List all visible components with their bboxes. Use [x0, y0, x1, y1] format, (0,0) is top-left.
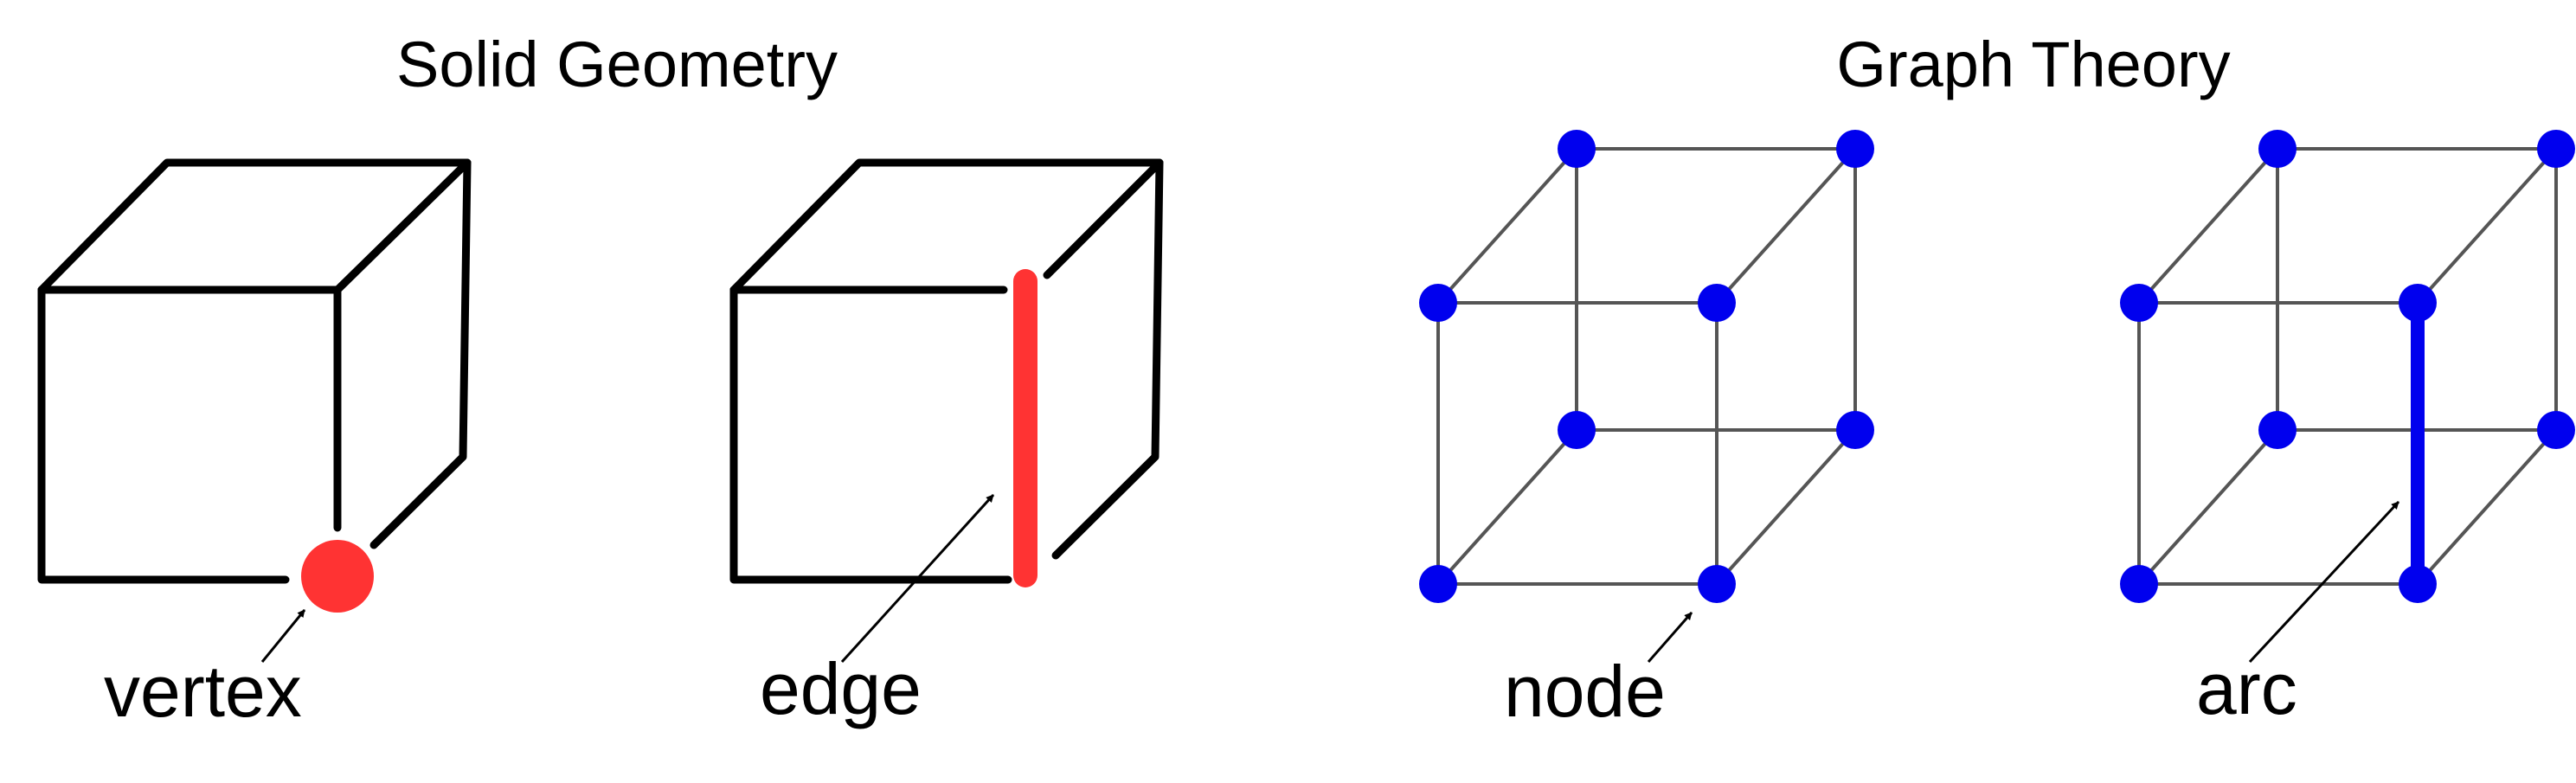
graph-cube-arc-vertices: [2120, 130, 2575, 603]
graph-cube-node-edges: [1436, 147, 1857, 586]
graph-connector: [2416, 147, 2558, 305]
cube-front-top-right-edges: [37, 286, 342, 532]
graph-connector: [1436, 147, 1578, 305]
graph-node: [1558, 130, 1596, 168]
section-title-solid-geometry: Solid Geometry: [396, 29, 838, 100]
graph-cube-node-vertices: [1419, 130, 1874, 603]
graph-node: [1698, 284, 1736, 322]
graph-connector: [1715, 428, 1857, 586]
graph-connector: [1715, 147, 1857, 305]
solid-cube-vertex: [37, 158, 472, 584]
graph-cube-arc-edges: [2137, 147, 2558, 586]
graph-node: [2258, 130, 2297, 168]
label-vertex: vertex: [104, 651, 302, 732]
vertex-highlight-dot: [301, 540, 374, 613]
label-arc: arc: [2196, 648, 2297, 729]
label-edge: edge: [760, 648, 922, 729]
graph-node: [1698, 565, 1736, 603]
graph-connector: [2137, 428, 2279, 586]
node-pointer-arrow: [1647, 612, 1693, 663]
arc-pointer-arrow: [2248, 500, 2400, 664]
cube-right-face: [1051, 158, 1164, 560]
graph-node: [1419, 565, 1457, 603]
graph-connector: [2416, 428, 2558, 586]
cube-top-face: [729, 158, 1164, 294]
graph-node: [2258, 411, 2297, 449]
cube-front-face-edges: [37, 286, 290, 584]
graph-node: [2120, 284, 2158, 322]
graph-node: [1836, 411, 1874, 449]
graph-node: [2399, 565, 2437, 603]
edge-pointer-arrow: [840, 493, 995, 664]
graph-node: [2537, 411, 2575, 449]
section-title-graph-theory: Graph Theory: [1836, 29, 2230, 100]
graph-node: [2399, 284, 2437, 322]
vertex-pointer-arrow: [260, 609, 306, 663]
graph-node: [1836, 130, 1874, 168]
graph-connector: [1436, 428, 1578, 586]
cube-front-face-edges: [729, 286, 1012, 584]
graph-connector: [2137, 147, 2279, 305]
graph-node: [1419, 284, 1457, 322]
label-node: node: [1504, 651, 1666, 732]
graph-node: [2120, 565, 2158, 603]
graph-node: [1558, 411, 1596, 449]
graph-node: [2537, 130, 2575, 168]
solid-cube-edge: [729, 158, 1164, 584]
graph-back-square: [1575, 147, 1857, 432]
cube-right-face: [369, 158, 472, 549]
cube-top-face: [37, 158, 472, 294]
